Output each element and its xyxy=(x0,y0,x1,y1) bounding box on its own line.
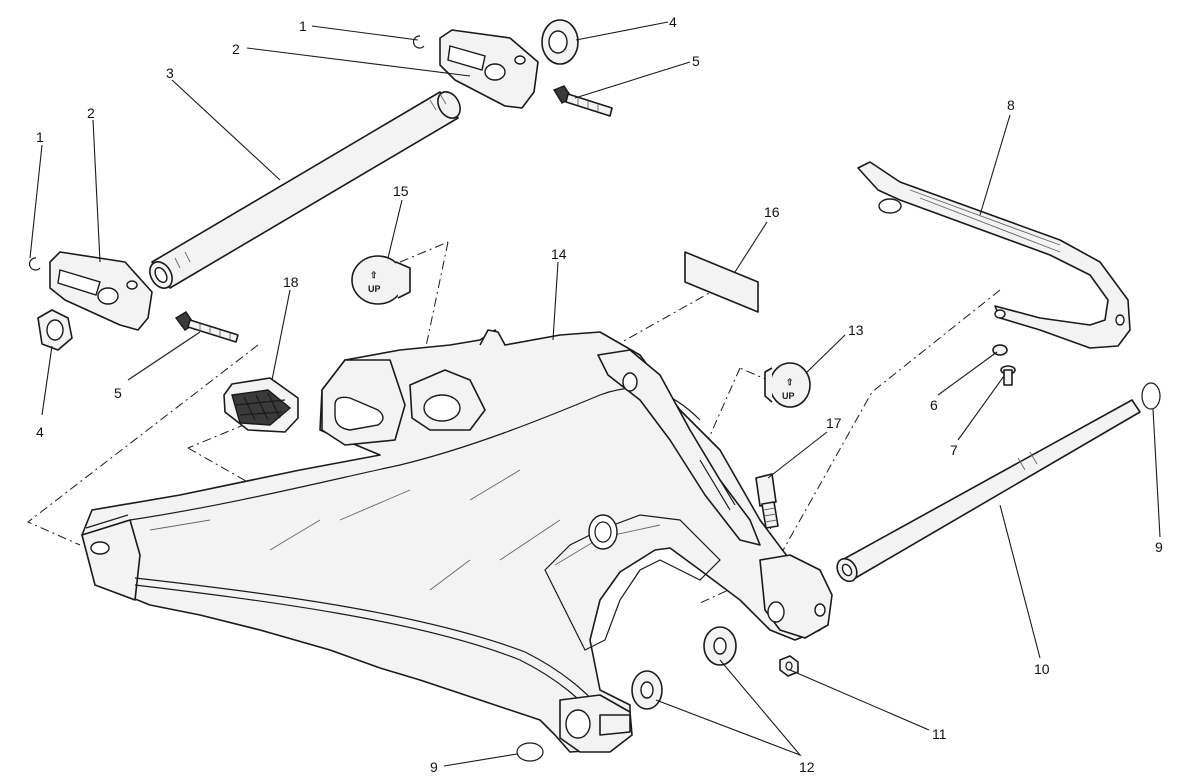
callout-5-left: 5 xyxy=(114,385,122,401)
hex-nut xyxy=(779,655,799,677)
circlip-lower xyxy=(516,742,544,762)
callout-3: 3 xyxy=(166,65,174,81)
callout-1-right: 1 xyxy=(299,18,307,34)
plug-up-mark-2: UP xyxy=(782,391,795,401)
identification-label xyxy=(684,251,759,313)
plug-arrow-icon-2: ⇧ xyxy=(786,377,794,387)
leader-lines xyxy=(29,21,1161,767)
callout-9-lower: 9 xyxy=(430,759,438,775)
callout-7: 7 xyxy=(950,442,958,458)
callout-2-left: 2 xyxy=(87,105,95,121)
eccentric-nut-right xyxy=(541,19,579,65)
callout-12: 12 xyxy=(799,759,815,775)
callout-11: 11 xyxy=(932,726,947,742)
callout-14: 14 xyxy=(551,246,567,262)
callout-1-left: 1 xyxy=(36,129,44,145)
washer-rear xyxy=(703,626,737,666)
washer-front xyxy=(631,670,663,710)
callout-4-left: 4 xyxy=(36,424,44,440)
chain-adjuster-right xyxy=(439,29,539,109)
callout-16: 16 xyxy=(764,204,780,220)
pivot-bolt xyxy=(755,473,779,529)
callout-labels: 1 2 4 5 3 1 2 15 18 14 16 8 13 5 4 6 7 1… xyxy=(36,14,1163,775)
rubber-plug-upper: ⇧ UP xyxy=(351,255,411,305)
callout-10: 10 xyxy=(1034,661,1050,677)
callout-6: 6 xyxy=(930,397,938,413)
callout-13: 13 xyxy=(848,322,864,338)
chain-adjuster-left xyxy=(49,251,153,331)
circlip-right xyxy=(412,35,425,49)
swingarm xyxy=(81,329,833,753)
callout-8: 8 xyxy=(1007,97,1015,113)
chain-guard xyxy=(857,161,1131,349)
callout-15: 15 xyxy=(393,183,409,199)
rubber-plug-lower: ⇧ UP xyxy=(764,362,811,408)
adjuster-bolt-left xyxy=(174,311,239,343)
adjuster-bolt-right xyxy=(552,85,613,117)
eccentric-nut-left xyxy=(37,309,73,351)
plug-up-mark: UP xyxy=(368,284,381,294)
circlip-shaft xyxy=(1141,382,1161,410)
callout-2-right: 2 xyxy=(232,41,240,57)
callout-18: 18 xyxy=(283,274,299,290)
callout-17: 17 xyxy=(826,415,842,431)
mesh-cover xyxy=(223,377,299,433)
callout-4-right: 4 xyxy=(669,14,677,30)
swingarm-spindle xyxy=(149,91,461,289)
callout-9-shaft: 9 xyxy=(1155,539,1163,555)
screw-small xyxy=(1000,365,1016,386)
plug-arrow-icon: ⇧ xyxy=(370,270,378,280)
callout-5-right: 5 xyxy=(692,53,700,69)
circlip-left xyxy=(28,257,41,271)
pivot-shaft xyxy=(836,399,1141,583)
